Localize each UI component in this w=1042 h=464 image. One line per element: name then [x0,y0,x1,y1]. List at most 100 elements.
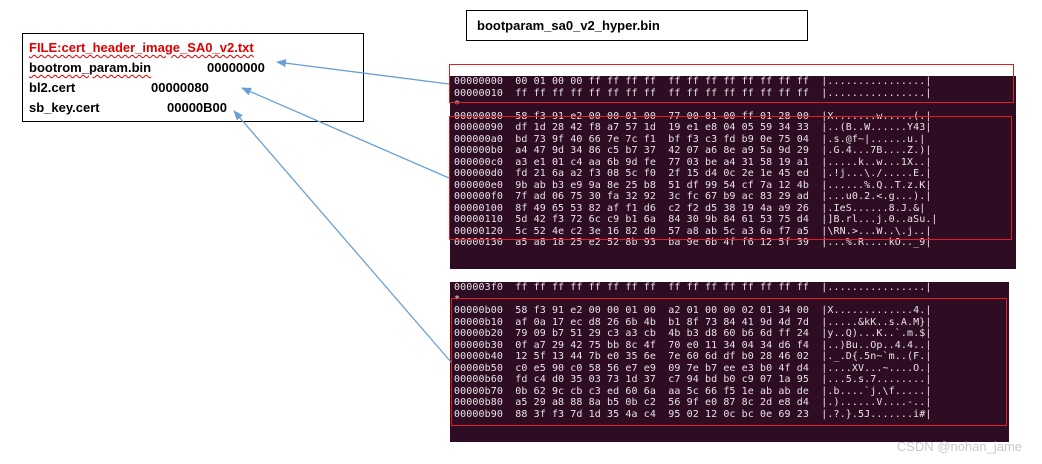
legend-title-row: FILE:cert_header_image_SA0_v2.txt [29,38,357,58]
hexdump-bytes: 00 01 00 00 ff ff ff ff ff ff ff ff ff f… [515,76,810,87]
hexdump-ascii: |................| [821,76,932,87]
arrow-bootrom [276,59,450,85]
hexdump-bytes: bd 73 9f 40 66 7e 7c f1 bf f3 c3 fd b9 0… [515,133,810,145]
hexdump-elision: * [454,99,1016,111]
hexdump-bytes: a5 a8 18 25 e2 52 8b 93 ba 9e 6b 4f f6 1… [515,237,810,248]
legend-file-name: bootrom_param.bin [29,60,152,75]
hexdump-bytes: fd c4 d0 35 03 73 1d 37 c7 94 bd b0 c9 0… [515,374,810,385]
hexdump-line: 00000b30 0f a7 29 42 75 bb 8c 4f 70 e0 1… [454,340,1009,352]
hexdump-line: 000000f0 7f ad 06 75 30 fa 32 92 3c fc 6… [454,191,1016,203]
hexdump-address: 00000010 [454,87,503,99]
hexdump-bytes: c0 e5 90 c0 58 56 e7 e9 09 7e b7 ee e3 b… [515,362,810,374]
hexdump-bytes: 79 09 b7 51 29 c3 a3 cb 4b b3 d8 60 b6 6… [515,328,810,339]
hexdump-bytes: a5 29 a8 88 8a b5 0b c2 56 9f e0 87 8c 2… [515,397,810,408]
hexdump-line: 00000090 df 1d 28 42 f8 a7 57 1d 19 e1 e… [454,122,1016,134]
hexdump-line: 00000b00 58 f3 91 e2 00 00 01 00 a2 01 0… [454,305,1009,317]
hexdump-ascii: |.IeS......8.J.&| [821,202,926,214]
hexdump-bytes: 5c 52 4e c2 3e 16 82 d0 57 a8 ab 5c a3 6… [515,225,810,237]
hexdump-line: 00000110 5d 42 f3 72 6c c9 b1 6a 84 30 9… [454,214,1016,226]
hexdump-line: 000000e0 9b ab b3 e9 9a 8e 25 b8 51 df 9… [454,180,1016,192]
target-file-box: bootparam_sa0_v2_hyper.bin [466,10,808,41]
arrow-sbkey [233,110,452,363]
hexdump-bytes: af 0a 17 ec d8 26 6b 4b b1 8f 73 84 41 9… [515,316,810,328]
hexdump-line: 00000120 5c 52 4e c2 3e 16 82 d0 57 a8 a… [454,226,1016,238]
hexdump-ascii: |X.............4.| [821,305,932,316]
hexdump-address: 00000130 [454,237,503,248]
hexdump-bytes: 7f ad 06 75 30 fa 32 92 3c fc 67 b9 ac 8… [515,191,810,202]
highlight-sb-key-cert [451,298,1007,426]
hexdump-line: 00000b20 79 09 b7 51 29 c3 a3 cb 4b b3 d… [454,328,1009,340]
hexdump-ascii: |._.D{.5n~`m..(F.| [821,351,932,362]
hexdump-address: 000003f0 [454,282,503,293]
legend-offset: 00000080 [151,80,209,95]
hexdump-ascii: |.s.@f~|......u.| [821,133,926,145]
legend-row-bl2: bl2.cert 00000080 [29,78,357,98]
hexdump-bytes: fd 21 6a a2 f3 08 5c f0 2f 15 d4 0c 2e 1… [515,168,810,179]
hexdump-address: 00000100 [454,202,503,214]
hexdump-ascii: |.?.}.5J.......i#| [821,408,932,420]
hexdump-bytes: 0f a7 29 42 75 bb 8c 4f 70 e0 11 34 04 3… [515,339,810,351]
hexdump-line: 00000b70 0b 62 9c cb c3 ed 60 6a aa 5c 6… [454,386,1009,398]
hexdump-bytes: a4 47 9d 34 86 c5 b7 37 42 07 a6 8e a9 5… [515,145,810,156]
hexdump-address: 000000e0 [454,179,503,191]
hexdump-line: 00000b40 12 5f 13 44 7b e0 35 6e 7e 60 6… [454,351,1009,363]
hexdump-ascii: |.b....`j.\f.....| [821,385,932,397]
hexdump-address: 000000a0 [454,133,503,145]
hexdump-address: 00000b80 [454,397,503,408]
hexdump-address: 00000b40 [454,351,503,362]
hexdump-ascii: |..(B..W......Y43| [821,122,932,133]
highlight-bootrom-param [449,64,1014,103]
watermark: CSDN @nohan_jame [896,439,1022,454]
hexdump-address: 000000f0 [454,191,503,202]
legend-row-sbkey: sb_key.cert 00000B00 [29,98,357,118]
offset-legend-box: FILE:cert_header_image_SA0_v2.txt bootro… [22,33,364,122]
highlight-bl2-cert [449,116,1012,240]
hexdump-ascii: |\RN.>...W..\.j..| [821,225,932,237]
hexdump-bytes: a3 e1 01 c4 aa 6b 9d fe 77 03 be a4 31 5… [515,156,810,168]
hexdump-line: 000003f0 ff ff ff ff ff ff ff ff ff ff f… [454,282,1009,294]
hexdump-line: 000000a0 bd 73 9f 40 66 7e 7c f1 bf f3 c… [454,134,1016,146]
hexdump-ascii: |.)......V....-..| [821,397,932,408]
hexdump-ascii: |.G.4...7B....Z.)| [821,145,932,156]
hexdump-ascii: |...%.R....kO.._9| [821,237,932,248]
hexdump-address: 00000b30 [454,339,503,351]
hexdump-bytes: 88 3f f3 7d 1d 35 4a c4 95 02 12 0c bc 0… [515,408,810,420]
hexdump-ascii: |.....k..w...1X..| [821,156,932,168]
hexdump-address: 00000000 [454,76,503,87]
hexdump-panel-top: 00000000 00 01 00 00 ff ff ff ff ff ff f… [450,76,1016,269]
hexdump-address: 00000b50 [454,362,503,374]
hexdump-line: 00000000 00 01 00 00 ff ff ff ff ff ff f… [454,76,1016,88]
hexdump-address: 000000b0 [454,145,503,156]
hexdump-ascii: |................| [821,87,932,99]
hexdump-bytes: df 1d 28 42 f8 a7 57 1d 19 e1 e8 04 05 5… [515,122,810,133]
hexdump-address: 00000120 [454,225,503,237]
hexdump-bytes: 5d 42 f3 72 6c c9 b1 6a 84 30 9b 84 61 5… [515,214,810,225]
hexdump-elision: * [454,294,1009,306]
legend-offset: 00000000 [207,60,265,75]
hexdump-line: 00000b50 c0 e5 90 c0 58 56 e7 e9 09 7e b… [454,363,1009,375]
hexdump-ascii: |.....&kK..s.A.M}| [821,316,932,328]
hexdump-line: 00000100 8f 49 65 53 82 af f1 d6 c2 f2 d… [454,203,1016,215]
hexdump-line: 00000b60 fd c4 d0 35 03 73 1d 37 c7 94 b… [454,374,1009,386]
hexdump-address: 00000b10 [454,316,503,328]
hexdump-ascii: |...5.s.7........| [821,374,932,385]
hexdump-bytes: 9b ab b3 e9 9a 8e 25 b8 51 df 99 54 cf 7… [515,179,810,191]
hexdump-line: 00000010 ff ff ff ff ff ff ff ff ff ff f… [454,88,1016,100]
hexdump-bytes: 8f 49 65 53 82 af f1 d6 c2 f2 d5 38 19 4… [515,202,810,214]
hexdump-line: 00000130 a5 a8 18 25 e2 52 8b 93 ba 9e 6… [454,237,1016,249]
hexdump-address: 00000090 [454,122,503,133]
hexdump-bytes: 12 5f 13 44 7b e0 35 6e 7e 60 6d df b0 2… [515,351,810,362]
legend-file-name: bl2.cert [29,80,76,95]
hexdump-ascii: |................| [821,282,932,293]
hexdump-address: * [454,99,461,110]
arrow-bl2 [241,87,450,179]
hexdump-line: 00000b80 a5 29 a8 88 8a b5 0b c2 56 9f e… [454,397,1009,409]
hexdump-address: 000000d0 [454,168,503,179]
hexdump-line: 000000b0 a4 47 9d 34 86 c5 b7 37 42 07 a… [454,145,1016,157]
hexdump-line: 000000d0 fd 21 6a a2 f3 08 5c f0 2f 15 d… [454,168,1016,180]
legend-title: FILE:cert_header_image_SA0_v2.txt [29,40,254,55]
hexdump-bytes: 0b 62 9c cb c3 ed 60 6a aa 5c 66 f5 1e a… [515,385,810,397]
hexdump-address: 00000110 [454,214,503,225]
hexdump-ascii: |....XV...~....O.| [821,362,932,374]
hexdump-bytes: ff ff ff ff ff ff ff ff ff ff ff ff ff f… [515,87,810,99]
